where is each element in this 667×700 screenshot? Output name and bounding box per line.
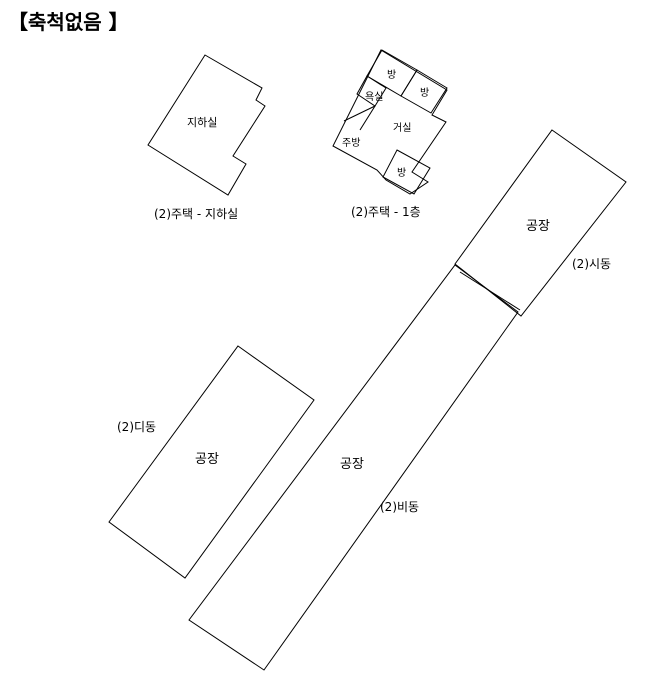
factory-si-outline [454,129,627,317]
basement-caption: (2)주택 - 지하실 [154,207,238,221]
factory-si-plan: 공장 (2)시동 [454,129,627,317]
room-top-right-label: 방 [420,87,429,99]
living-room-label: 거실 [393,122,411,134]
bathroom-label: 욕실 [365,91,383,103]
house-outline [332,49,448,195]
basement-outline [147,54,266,196]
factory-bi-plan: 공장 (2)비동 [188,264,519,671]
factory-bi-outline [188,264,519,671]
house-caption: (2)주택 - 1층 [351,205,421,219]
kitchen-divider-2 [343,105,376,122]
house-first-floor-plan: 방 방 욕실 거실 주방 방 (2)주택 - 1층 [332,49,448,219]
factory-di-caption: (2)디동 [117,420,156,434]
kitchen-divider [359,105,376,131]
factory-di-outline [108,345,315,579]
scale-note-title: 【축척없음 】 [8,10,129,34]
room-bottom-label: 방 [397,167,406,179]
factory-si-label: 공장 [526,219,550,234]
factory-bi-caption: (2)비동 [380,500,419,514]
room-top-right-outline [400,69,448,114]
factory-di-plan: 공장 (2)디동 [108,345,315,579]
basement-plan: 지하실 (2)주택 - 지하실 [147,54,266,221]
factory-di-label: 공장 [195,452,219,467]
factory-si-caption: (2)시동 [572,257,611,271]
room-bottom-outline [382,149,431,195]
factory-bi-label: 공장 [340,457,364,472]
room-top-left-label: 방 [387,69,396,81]
kitchen-label: 주방 [342,137,360,149]
basement-room-label: 지하실 [187,115,217,129]
